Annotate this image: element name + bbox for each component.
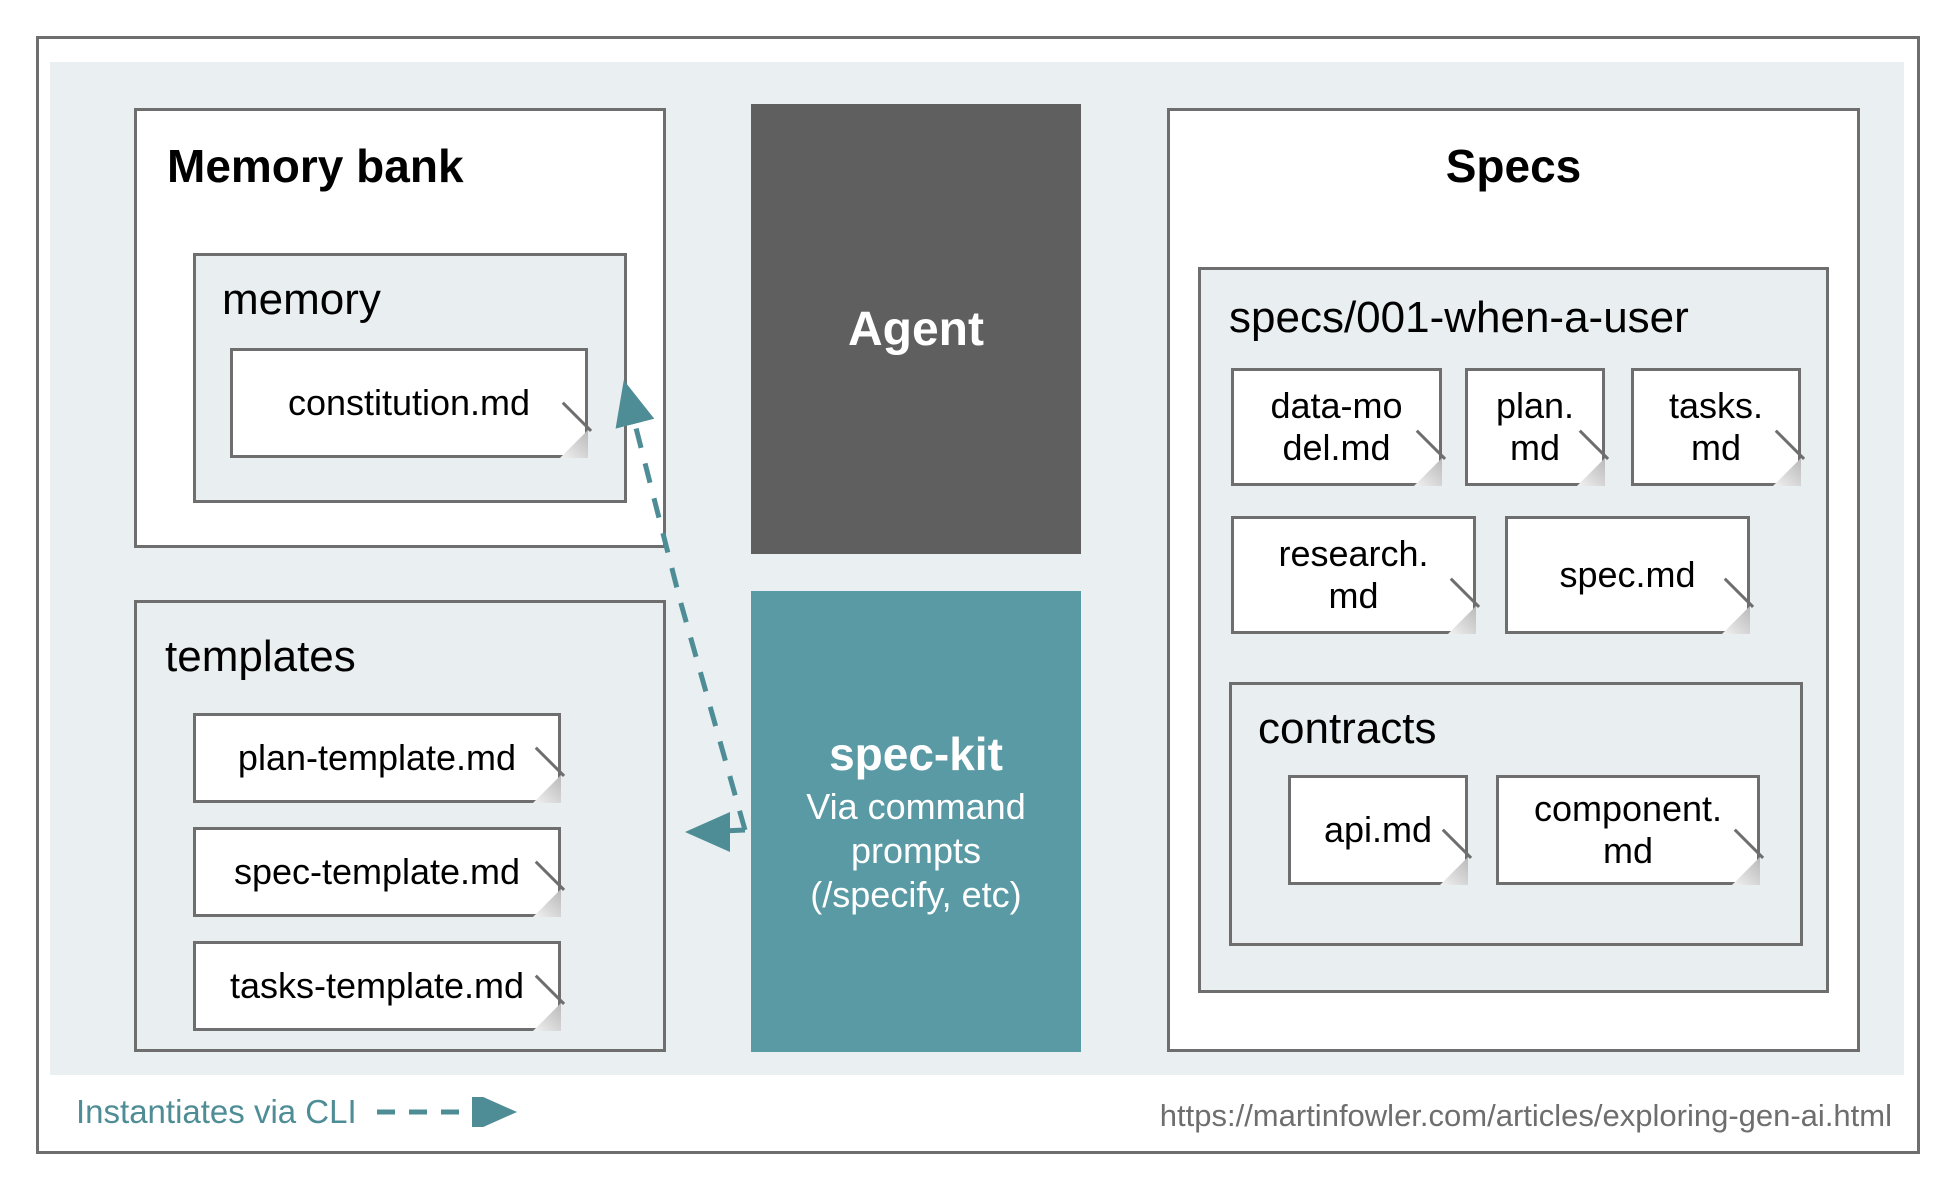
- document-icon: [1631, 368, 1801, 486]
- document-icon: [1231, 368, 1442, 486]
- file-name: api.md: [1323, 808, 1433, 850]
- file-name: spec-template.md: [233, 850, 521, 892]
- speckit-title: spec-kit: [829, 727, 1003, 780]
- legend-dashed-arrow-icon: [376, 1097, 517, 1127]
- document-icon: [230, 348, 588, 458]
- file-card-plan[interactable]: plan. md: [1465, 368, 1610, 486]
- file-card-spec[interactable]: spec.md: [1505, 516, 1755, 634]
- document-icon: [1496, 775, 1760, 885]
- templates-group: templates plan-template.md spec-template…: [134, 600, 666, 1052]
- file-card-research[interactable]: research. md: [1231, 516, 1481, 634]
- file-card-api[interactable]: api.md: [1288, 775, 1473, 885]
- speckit-subtitle-line-1: Via command: [806, 785, 1026, 827]
- document-icon: [1465, 368, 1605, 486]
- speckit-subtitle: Via command prompts (/specify, etc): [806, 785, 1025, 917]
- speckit-subtitle-line-2: prompts: [850, 829, 982, 871]
- source-url: https://martinfowler.com/articles/explor…: [1159, 1098, 1892, 1133]
- contracts-group: contracts api.md component. md: [1229, 682, 1803, 946]
- file-name: tasks. md: [1668, 384, 1764, 468]
- memory-group: memory constitution.md: [193, 253, 627, 503]
- legend: Instantiates via CLI: [76, 1093, 535, 1131]
- file-name: plan. md: [1495, 384, 1575, 468]
- file-card-constitution[interactable]: constitution.md: [230, 348, 593, 458]
- file-name: plan-template.md: [237, 736, 517, 778]
- document-icon: [193, 941, 561, 1031]
- file-card-spec-template[interactable]: spec-template.md: [193, 827, 566, 917]
- agent-label: Agent: [848, 302, 984, 356]
- specs-title: Specs: [1445, 140, 1582, 192]
- legend-label: Instantiates via CLI: [76, 1093, 357, 1130]
- specs-group: Specs specs/001-when-a-user data-mo del.…: [1167, 108, 1860, 1052]
- file-card-tasks[interactable]: tasks. md: [1631, 368, 1806, 486]
- speckit-block[interactable]: spec-kit Via command prompts (/specify, …: [751, 591, 1081, 1052]
- file-card-component[interactable]: component. md: [1496, 775, 1765, 885]
- document-icon: [1288, 775, 1468, 885]
- agent-block[interactable]: Agent: [751, 104, 1081, 554]
- document-icon: [1231, 516, 1476, 634]
- file-name: tasks-template.md: [229, 964, 525, 1006]
- file-name: spec.md: [1559, 553, 1696, 595]
- file-card-data-model[interactable]: data-mo del.md: [1231, 368, 1447, 486]
- file-card-tasks-template[interactable]: tasks-template.md: [193, 941, 566, 1031]
- contracts-title: contracts: [1258, 704, 1437, 753]
- file-card-plan-template[interactable]: plan-template.md: [193, 713, 566, 803]
- memory-bank-group: Memory bank memory constitution.md: [134, 108, 666, 548]
- templates-title: templates: [165, 632, 356, 681]
- file-name: constitution.md: [287, 381, 531, 423]
- file-name: research. md: [1278, 532, 1429, 616]
- document-icon: [1505, 516, 1750, 634]
- document-icon: [193, 827, 561, 917]
- feature-spec-title: specs/001-when-a-user: [1229, 293, 1689, 342]
- speckit-subtitle-line-3: (/specify, etc): [810, 873, 1022, 915]
- file-name: data-mo del.md: [1270, 384, 1403, 468]
- memory-group-title: memory: [222, 275, 381, 324]
- feature-spec-group: specs/001-when-a-user data-mo del.md pla…: [1198, 267, 1829, 993]
- document-icon: [193, 713, 561, 803]
- memory-bank-title: Memory bank: [167, 140, 464, 192]
- file-name: component. md: [1533, 787, 1723, 871]
